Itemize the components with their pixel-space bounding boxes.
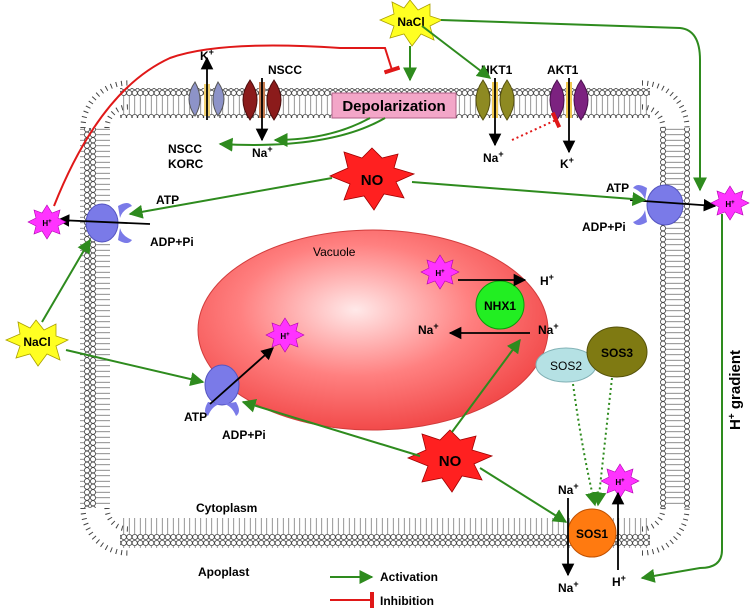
- sos1-na-out-label: Na+: [558, 579, 579, 595]
- proton-star-nhx1: H+: [420, 254, 460, 290]
- svg-text:H+: H+: [435, 269, 445, 278]
- depolarization-box: Depolarization: [331, 92, 457, 119]
- akt1-label: AKT1: [547, 63, 579, 77]
- nhx1-label: NHX1: [484, 299, 516, 313]
- sos2-label: SOS2: [550, 359, 582, 373]
- proton-star-left: H+: [27, 204, 67, 240]
- no-star-top: NO: [328, 147, 416, 211]
- nhx1-na-out-label: Na+: [418, 321, 439, 337]
- hkt1-na-ion-label: Na+: [483, 149, 504, 165]
- atp-vacuole-label: ATP: [184, 410, 207, 424]
- nhx1-antiporter: NHX1: [448, 273, 530, 340]
- legend-activation-label: Activation: [380, 570, 438, 584]
- sos2-protein: SOS2: [535, 347, 597, 383]
- nhx1-h-out-label: H+: [540, 272, 554, 288]
- akt1-k-ion-label: K+: [560, 155, 574, 171]
- nscc-na-ion-label: Na+: [252, 144, 273, 160]
- atp-right-label: ATP: [606, 181, 629, 195]
- no-star-bottom: NO: [406, 429, 494, 493]
- sos1-h-out-label: H+: [612, 573, 626, 589]
- h-atpase-pump-left: [56, 203, 151, 243]
- nacl-top-label: NaCl: [397, 15, 424, 29]
- sos1-antiporter: SOS1: [561, 491, 625, 577]
- hkt1-inhibits-akt1: [511, 111, 562, 141]
- activation-arrows: [41, 19, 723, 583]
- vacuole: [197, 229, 549, 431]
- cytoplasm-label: Cytoplasm: [196, 501, 257, 515]
- atp-left-label: ATP: [156, 193, 179, 207]
- proton-star-vacuole: H+: [265, 317, 305, 353]
- proton-star-right: H+: [710, 185, 750, 221]
- adp-pi-right-label: ADP+Pi: [582, 220, 626, 234]
- nhx1-na-in-label: Na+: [538, 321, 559, 337]
- nacl-star-top: NaCl: [378, 0, 444, 47]
- apoplast-label: Apoplast: [198, 565, 249, 579]
- no-bottom-label: NO: [439, 453, 462, 470]
- no-top-label: NO: [361, 172, 384, 189]
- vacuole-label: Vacuole: [313, 245, 356, 259]
- adp-pi-left-label: ADP+Pi: [150, 235, 194, 249]
- h-gradient-label: H+ gradient: [727, 350, 744, 430]
- svg-text:H+: H+: [725, 200, 735, 209]
- sos1-label: SOS1: [576, 527, 608, 541]
- proton-extrusion-inhibits-depolarization: [53, 44, 401, 207]
- korc-label: KORC: [168, 157, 204, 171]
- legend-inhibition-label: Inhibition: [380, 594, 434, 608]
- sos3-protein: SOS3: [586, 326, 648, 378]
- nscc-label-top: NSCC: [268, 63, 302, 77]
- h-atpase-pump-right: [629, 184, 717, 226]
- v-atpase-pump-vacuole: [204, 347, 274, 416]
- korc-k-ion-label: K+: [200, 47, 214, 63]
- proton-star-sos1: H+: [600, 463, 640, 499]
- adp-pi-vacuole-label: ADP+Pi: [222, 428, 266, 442]
- nacl-star-left: NaCl: [4, 319, 70, 367]
- legend: Activation Inhibition: [330, 570, 438, 608]
- nscc-label-bottom: NSCC: [168, 142, 202, 156]
- svg-text:H+: H+: [615, 478, 625, 487]
- nacl-left-label: NaCl: [23, 335, 50, 349]
- depolarization-label: Depolarization: [342, 98, 445, 115]
- svg-text:H+: H+: [280, 332, 290, 341]
- sos1-na-in-label: Na+: [558, 481, 579, 497]
- svg-text:H+: H+: [42, 219, 52, 228]
- sos3-label: SOS3: [601, 346, 633, 360]
